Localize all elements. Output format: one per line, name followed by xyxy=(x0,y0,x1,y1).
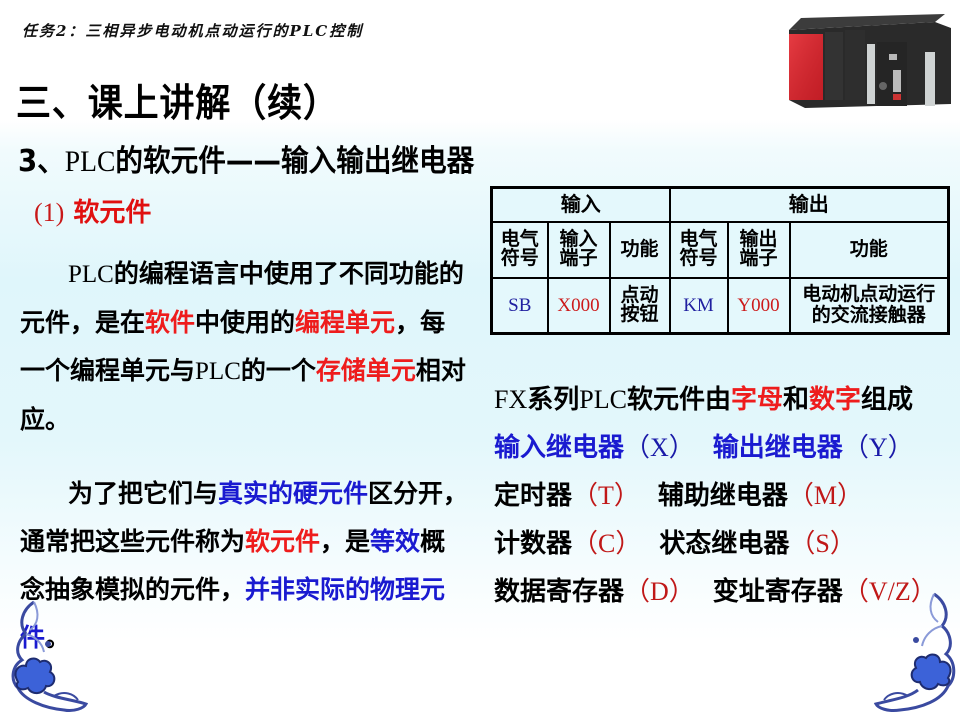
emphasis-blue: 并非实际的物理元件 xyxy=(20,575,446,652)
emphasis-blue: 真实的硬元件 xyxy=(218,479,369,508)
section-number: 3、 xyxy=(18,144,65,179)
fx-item-row: 计数器（C） 状态继电器（S） xyxy=(494,520,934,568)
header-label: 输入端子 xyxy=(559,228,598,269)
device-name: 数据寄存器 xyxy=(494,577,625,607)
paragraph-definition: PLC的编程语言中使用了不同功能的元件，是在软件中使用的编程单元，每一个编程单元… xyxy=(20,250,470,444)
text-span: 为了把它们与 xyxy=(68,479,219,508)
group-header-output: 输出 xyxy=(668,186,950,223)
fx-item-row: 定时器（T） 辅助继电器（M） xyxy=(494,472,934,520)
emphasis-blue: 等效 xyxy=(370,527,421,556)
page-title: 三、课上讲解（续） xyxy=(16,81,339,125)
device-code: （C） xyxy=(572,529,642,558)
task-header: 任务2：三相异步电动机点动运行的PLC控制 xyxy=(22,22,364,40)
cell-label: 点动按钮 xyxy=(620,283,659,325)
column-header: 输出端子 xyxy=(726,220,791,279)
device-name: 辅助继电器 xyxy=(657,481,788,511)
device-code: （S） xyxy=(789,529,856,558)
text-span: PLC xyxy=(68,261,114,288)
text-span: 和 xyxy=(782,385,809,415)
device-code: （T） xyxy=(572,481,640,510)
text-span: PLC xyxy=(195,358,241,385)
device-code: （M） xyxy=(787,481,864,510)
corner-ornament-right-icon xyxy=(873,592,956,712)
table-header-row: 电气符号 输入端子 功能 电气符号 输出端子 功能 xyxy=(490,220,950,279)
table-cell: SB xyxy=(490,276,549,335)
plc-hardware-image xyxy=(789,14,951,108)
column-header: 电气符号 xyxy=(668,220,729,279)
text-span: 组成 xyxy=(861,385,914,415)
text-span: 区分开，通常把这些元件称为 xyxy=(20,479,469,556)
corner-ornament-left-icon xyxy=(11,600,88,712)
emphasis-red: 存储单元 xyxy=(315,356,416,385)
header-label: 输出端子 xyxy=(739,228,778,269)
io-assignment-table: 输入 输出 电气符号 输入端子 功能 电气符号 输出端子 功能 SB X000 … xyxy=(490,186,950,335)
device-code: （V/Z） xyxy=(842,577,937,606)
fx-intro-line: FX系列PLC软元件由字母和数字组成 xyxy=(494,376,934,424)
table-row: SB X000 点动按钮 KM Y000 电动机点动运行的交流接触器 xyxy=(490,276,950,335)
text-span: 的编程语言中使用了不同功能的元件，是在 xyxy=(20,259,464,337)
column-header: 电气符号 xyxy=(490,220,549,279)
emphasis-red: 软件 xyxy=(145,308,196,337)
column-header: 输入端子 xyxy=(546,220,611,279)
group-header-input: 输入 xyxy=(490,186,671,223)
device-code: （D） xyxy=(624,577,695,606)
fx-series-list: FX系列PLC软元件由字母和数字组成 输入继电器（X）输出继电器（Y） 定时器（… xyxy=(494,376,937,616)
text-span: 的一个 xyxy=(240,356,316,385)
emphasis-red: 字母 xyxy=(730,385,783,415)
table-cell: 点动按钮 xyxy=(608,276,671,335)
table-group-header-row: 输入 输出 xyxy=(490,186,950,223)
table-cell: Y000 xyxy=(726,276,791,335)
column-header: 功能 xyxy=(788,220,950,279)
text-span: 软元件由 xyxy=(626,385,731,415)
column-header: 功能 xyxy=(608,220,671,279)
header-label: 电气符号 xyxy=(679,228,718,269)
cell-label: 电动机点动运行的交流接触器 xyxy=(802,283,936,327)
device-name: 输入继电器 xyxy=(494,433,625,463)
section-title: 3、PLC的软元件——输入输出继电器 xyxy=(18,136,474,180)
text-span: 。 xyxy=(45,623,71,652)
text-span: PLC xyxy=(579,385,627,414)
emphasis-red: 编程单元 xyxy=(295,308,396,337)
text-span: 概念抽象模拟的元件， xyxy=(20,527,446,604)
text-span: ，是 xyxy=(320,527,371,556)
device-name: 状态继电器 xyxy=(659,529,790,559)
device-name: 变址寄存器 xyxy=(712,577,843,607)
device-code: （X） xyxy=(624,433,695,462)
text-span: 相对应。 xyxy=(20,356,466,434)
table-cell: KM xyxy=(668,276,729,335)
device-name: 定时器 xyxy=(494,481,573,511)
text-span: ，每一个编程单元与 xyxy=(20,308,446,385)
header-label: 电气符号 xyxy=(500,228,539,269)
section-title-latin: PLC xyxy=(64,145,116,178)
device-name: 输出继电器 xyxy=(712,433,843,463)
section-title-text: 的软元件——输入输出继电器 xyxy=(115,144,475,179)
table-cell: X000 xyxy=(546,276,611,335)
paragraph-explanation: 为了把它们与真实的硬元件区分开，通常把这些元件称为软元件，是等效概念抽象模拟的元… xyxy=(20,470,470,662)
fx-item-row: 输入继电器（X） 输出继电器（Y） xyxy=(494,424,934,472)
emphasis-red: 数字 xyxy=(809,385,862,415)
text-span: 中使用的 xyxy=(195,308,296,337)
device-code: （Y） xyxy=(842,433,914,462)
text-span: 系列 xyxy=(527,385,580,415)
fx-item-row: 数据寄存器（D） 变址寄存器（V/Z） xyxy=(494,568,937,616)
text-span: FX xyxy=(494,385,528,414)
subsection-text: 软元件 xyxy=(73,198,152,228)
table-cell: 电动机点动运行的交流接触器 xyxy=(788,276,950,335)
emphasis-red: 软元件 xyxy=(245,527,321,556)
subsection-title: (1) 软元件 xyxy=(34,192,151,229)
subsection-number: (1) xyxy=(34,198,65,227)
device-name: 计数器 xyxy=(494,529,573,559)
